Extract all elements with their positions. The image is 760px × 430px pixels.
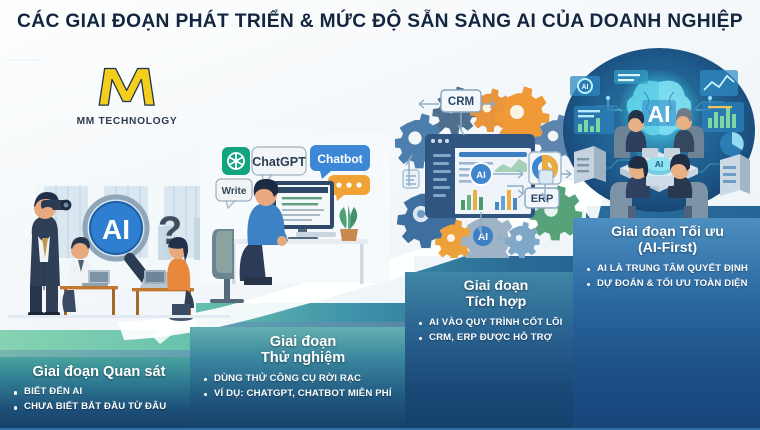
write-bubble: Write [215, 178, 253, 210]
svg-text:ChatGPT: ChatGPT [252, 155, 306, 169]
stage-bullets-quan-sat: BIẾT ĐẾN AI CHƯA BIẾT BẮT ĐẦU TỪ ĐÂU [12, 385, 186, 415]
stage-panel-tich-hop: Giai đoạn Tích hợp AI VÀO QUY TRÌNH CỐT … [405, 272, 585, 430]
svg-text:AI: AI [476, 170, 486, 181]
bottom-divider [0, 428, 760, 430]
list-item: CHƯA BIẾT BẮT ĐẦU TỪ ĐÂU [12, 400, 186, 415]
person-at-desktop [239, 179, 288, 285]
stage-panel-quan-sat: Giai đoạn Quan sát BIẾT ĐẾN AI CHƯA BIẾT… [0, 357, 196, 430]
server-racks [574, 146, 750, 196]
stage-panel-toi-uu: Giai đoạn Tối ưu (AI-First) AI LÀ TRUNG … [573, 218, 760, 430]
ai-first-scene: AI AI [560, 48, 758, 224]
integration-scene: AI [393, 78, 585, 268]
mm-logo-icon [98, 67, 156, 106]
svg-text:AI: AI [478, 232, 488, 243]
svg-text:AI: AI [648, 101, 671, 127]
brand-name: MM TECHNOLOGY [76, 116, 178, 127]
stage-title-line: Giai đoạn [463, 278, 529, 294]
crm-badge: CRM [440, 89, 482, 113]
stage-title-line: Thử nghiệm [260, 350, 346, 367]
svg-text:AI: AI [102, 214, 130, 245]
list-item: CRM, ERP ĐƯỢC HỖ TRỢ [417, 331, 575, 346]
chatbot-bubble: Chatbot [310, 145, 370, 201]
svg-text:AI: AI [655, 159, 664, 169]
stage-title-line: Tích hợp [465, 293, 527, 310]
page-title: CÁC GIAI ĐOẠN PHÁT TRIỂN & MỨC ĐỘ SẴN SÀ… [17, 11, 743, 32]
erp-badge: ERP [524, 187, 560, 209]
stage-title-line: Giai đoạn [269, 334, 337, 350]
flow-arrows [405, 99, 572, 243]
holographic-screens: AI [570, 70, 744, 156]
stage-title-line: Giai đoạn Tối ưu [611, 224, 724, 240]
bar-charts [461, 190, 517, 210]
list-item: BIẾT ĐẾN AI [12, 385, 186, 400]
svg-text:CRM: CRM [448, 96, 474, 108]
list-item: DÙNG THỬ CÔNG CỤ RỜI RẠC [202, 372, 404, 387]
svg-text:AI: AI [582, 84, 589, 91]
stage-title-line: (AI-First) [637, 239, 698, 256]
employee-with-laptop [132, 237, 194, 321]
list-item: AI LÀ TRUNG TÂM QUYẾT ĐỊNH [585, 262, 750, 277]
stage-title-quan-sat: Giai đoạn Quan sát [32, 364, 166, 380]
employee-at-desk [60, 237, 118, 315]
stage-title-toi-uu: Giai đoạn Tối ưu (AI-First) [585, 224, 750, 257]
office-chair [210, 229, 244, 303]
stage-bullets-tich-hop: AI VÀO QUY TRÌNH CỐT LÕI CRM, ERP ĐƯỢC H… [417, 316, 575, 346]
list-item: DỰ ĐOÁN & TỐI ƯU TOÀN DIỆN [585, 277, 750, 292]
stage-bullets-toi-uu: AI LÀ TRUNG TÂM QUYẾT ĐỊNH DỰ ĐOÁN & TỐI… [585, 262, 750, 292]
svg-text:ERP: ERP [531, 193, 554, 205]
stage-bullets-thu-nghiem: DÙNG THỬ CÔNG CỤ RỜI RẠC VÍ DỤ: CHATGPT,… [202, 372, 404, 402]
svg-text:Write: Write [222, 186, 247, 197]
stage-panel-thu-nghiem: Giai đoạn Thử nghiệm DÙNG THỬ CÔNG CỤ RỜ… [190, 327, 414, 430]
svg-text:Chatbot: Chatbot [317, 152, 362, 166]
stage-title-tich-hop: Giai đoạn Tích hợp [417, 278, 575, 311]
desk-plant [339, 205, 358, 241]
brand-logo: MM TECHNOLOGY [52, 63, 202, 127]
businessman-with-binoculars [28, 192, 72, 317]
list-item: AI VÀO QUY TRÌNH CỐT LÕI [417, 316, 575, 331]
observation-scene: AI ? [8, 178, 230, 330]
stage-title-thu-nghiem: Giai đoạn Thử nghiệm [202, 334, 404, 367]
ai-node-icon: AI [469, 162, 493, 186]
list-item: VÍ DỤ: CHATGPT, CHATBOT MIỄN PHÍ [202, 387, 404, 402]
experiment-scene: Write ChatGPT Chatbot [200, 133, 390, 311]
